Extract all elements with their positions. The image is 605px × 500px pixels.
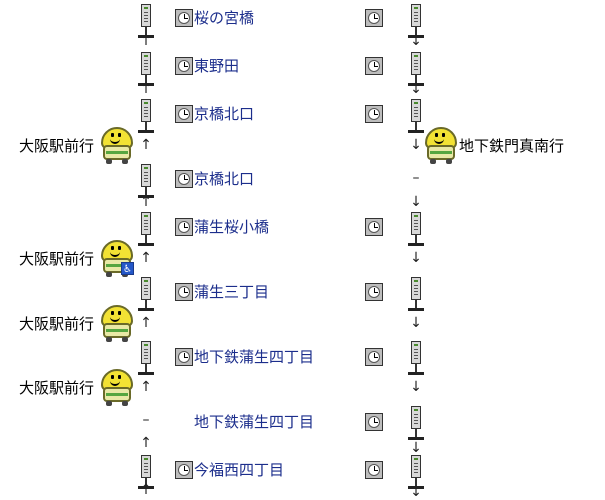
up-arrow: ↑: [140, 315, 152, 331]
clock-icon[interactable]: [175, 461, 193, 479]
bus-stop-pole-icon: [137, 455, 155, 491]
bus-character-icon[interactable]: [100, 369, 134, 407]
bus-stop-pole-icon: [407, 99, 425, 135]
clock-icon[interactable]: [175, 57, 193, 75]
clock-icon[interactable]: [175, 283, 193, 301]
stop-link[interactable]: 京橋北口: [194, 105, 255, 123]
stop-link[interactable]: 蒲生桜小橋: [194, 218, 270, 236]
bus-stop-pole-icon: [137, 277, 155, 313]
down-arrow: ↓: [410, 484, 422, 500]
stop-link[interactable]: 京橋北口: [194, 170, 255, 188]
bus-stop-pole-icon: [137, 99, 155, 135]
bus-stop-pole-icon: [407, 455, 425, 491]
clock-icon[interactable]: [175, 9, 193, 27]
clock-icon[interactable]: [365, 413, 383, 431]
bus-stop-pole-icon: [407, 406, 425, 442]
bus-character-icon[interactable]: [100, 305, 134, 343]
down-arrow: ↓: [410, 33, 422, 49]
no-stop-marker: –: [142, 412, 150, 428]
down-arrow: ↓: [410, 315, 422, 331]
clock-icon[interactable]: [175, 105, 193, 123]
bus-stop-pole-icon: [137, 164, 155, 200]
clock-icon[interactable]: [175, 348, 193, 366]
down-arrow: ↓: [410, 81, 422, 97]
clock-icon[interactable]: [365, 461, 383, 479]
up-arrow: ↑: [140, 250, 152, 266]
wheelchair-icon: ♿: [121, 262, 134, 275]
bus-destination: 地下鉄門真南行: [459, 137, 565, 155]
stop-link[interactable]: 地下鉄蒲生四丁目: [194, 413, 315, 431]
clock-icon[interactable]: [365, 105, 383, 123]
up-arrow: ↑: [140, 194, 152, 210]
bus-destination: 大阪駅前行: [19, 315, 95, 333]
bus-stop-pole-icon: [407, 4, 425, 40]
up-arrow: ↑: [140, 482, 152, 498]
down-arrow: ↓: [410, 379, 422, 395]
up-arrow: ↑: [140, 435, 152, 451]
clock-icon[interactable]: [365, 57, 383, 75]
clock-icon[interactable]: [175, 170, 193, 188]
clock-icon[interactable]: [365, 218, 383, 236]
bus-stop-pole-icon: [407, 341, 425, 377]
clock-icon[interactable]: [365, 348, 383, 366]
bus-destination: 大阪駅前行: [19, 137, 95, 155]
stop-link[interactable]: 今福西四丁目: [194, 461, 285, 479]
up-arrow: ↑: [140, 81, 152, 97]
clock-icon[interactable]: [175, 218, 193, 236]
no-stop-marker: –: [412, 170, 420, 186]
down-arrow: ↓: [410, 440, 422, 456]
bus-stop-pole-icon: [407, 52, 425, 88]
stop-link[interactable]: 桜の宮橋: [194, 9, 255, 27]
up-arrow: ↑: [140, 33, 152, 49]
bus-stop-pole-icon: [137, 4, 155, 40]
bus-character-icon[interactable]: [100, 127, 134, 165]
stop-link[interactable]: 蒲生三丁目: [194, 283, 270, 301]
bus-stop-pole-icon: [137, 341, 155, 377]
bus-character-icon[interactable]: [424, 127, 458, 165]
bus-destination: 大阪駅前行: [19, 379, 95, 397]
clock-icon[interactable]: [365, 9, 383, 27]
bus-stop-pole-icon: [137, 212, 155, 248]
bus-destination: 大阪駅前行: [19, 250, 95, 268]
down-arrow: ↓: [410, 137, 422, 153]
bus-stop-pole-icon: [407, 212, 425, 248]
stop-link[interactable]: 東野田: [194, 57, 240, 75]
down-arrow: ↓: [410, 250, 422, 266]
clock-icon[interactable]: [365, 283, 383, 301]
bus-stop-pole-icon: [137, 52, 155, 88]
up-arrow: ↑: [140, 379, 152, 395]
up-arrow: ↑: [140, 137, 152, 153]
bus-stop-pole-icon: [407, 277, 425, 313]
down-arrow: ↓: [410, 194, 422, 210]
stop-link[interactable]: 地下鉄蒲生四丁目: [194, 348, 315, 366]
